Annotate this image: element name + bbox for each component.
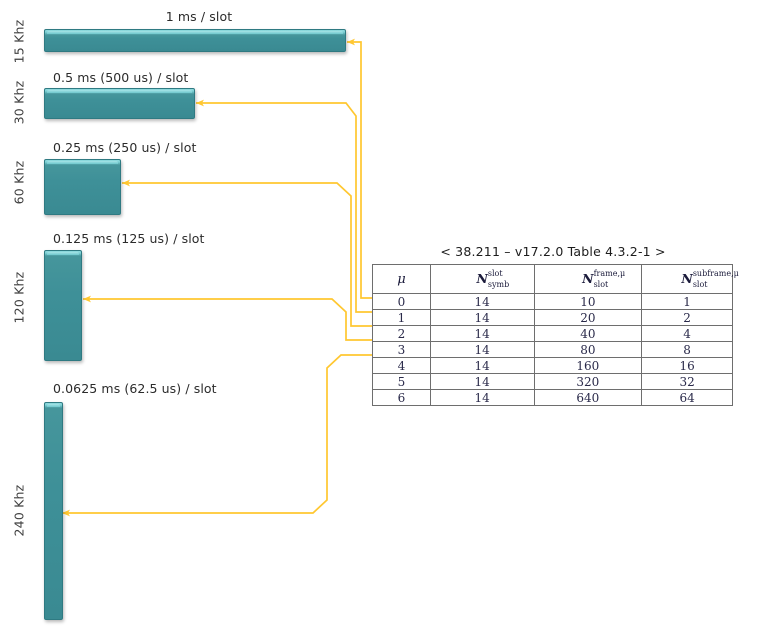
cell-subframe: 16 xyxy=(641,357,733,374)
cell-frame: 640 xyxy=(533,389,643,406)
bar-30khz xyxy=(44,88,195,119)
bar-240khz xyxy=(44,402,63,620)
cell-subframe: 4 xyxy=(641,325,733,342)
cell-mu: 2 xyxy=(372,325,431,342)
cell-frame: 40 xyxy=(533,325,643,342)
slot-caption-120khz: 0.125 ms (125 us) / slot xyxy=(53,231,205,246)
header-mu: μ xyxy=(372,264,431,294)
cell-symb: 14 xyxy=(429,389,535,406)
slot-caption-60khz: 0.25 ms (250 us) / slot xyxy=(53,140,197,155)
axis-label-30khz: 30 Khz xyxy=(11,80,27,125)
cell-subframe: 8 xyxy=(641,341,733,358)
cell-mu: 6 xyxy=(372,389,431,406)
cell-subframe: 1 xyxy=(641,293,733,310)
arrow-mu-2 xyxy=(122,179,372,327)
bar-60khz xyxy=(44,159,121,215)
arrow-mu-3 xyxy=(83,295,372,341)
cell-symb: 14 xyxy=(429,373,535,390)
table-title: < 38.211 – v17.2.0 Table 4.3.2-1 > xyxy=(440,244,666,259)
cell-mu: 0 xyxy=(372,293,431,310)
cell-frame: 10 xyxy=(533,293,643,310)
cell-frame: 80 xyxy=(533,341,643,358)
cell-mu: 1 xyxy=(372,309,431,326)
cell-subframe: 2 xyxy=(641,309,733,326)
slot-caption-30khz: 0.5 ms (500 us) / slot xyxy=(53,70,189,85)
arrow-mu-0 xyxy=(347,38,372,299)
cell-subframe: 32 xyxy=(641,373,733,390)
cell-symb: 14 xyxy=(429,325,535,342)
cell-mu: 3 xyxy=(372,341,431,358)
axis-label-120khz: 120 Khz xyxy=(11,271,27,324)
cell-mu: 5 xyxy=(372,373,431,390)
cell-frame: 160 xyxy=(533,357,643,374)
cell-frame: 20 xyxy=(533,309,643,326)
cell-symb: 14 xyxy=(429,293,535,310)
arrow-mu-1 xyxy=(196,99,372,313)
cell-mu: 4 xyxy=(372,357,431,374)
axis-label-15khz: 15 Khz xyxy=(11,19,27,64)
axis-label-60khz: 60 Khz xyxy=(11,160,27,205)
cell-symb: 14 xyxy=(429,341,535,358)
bar-15khz xyxy=(44,29,346,52)
cell-frame: 320 xyxy=(533,373,643,390)
slot-caption-15khz: 1 ms / slot xyxy=(165,9,233,24)
cell-subframe: 64 xyxy=(641,389,733,406)
bar-120khz xyxy=(44,250,82,361)
arrow-mu-4 xyxy=(62,354,372,517)
slot-caption-240khz: 0.0625 ms (62.5 us) / slot xyxy=(53,381,217,396)
axis-label-240khz: 240 Khz xyxy=(11,484,27,537)
cell-symb: 14 xyxy=(429,309,535,326)
cell-symb: 14 xyxy=(429,357,535,374)
